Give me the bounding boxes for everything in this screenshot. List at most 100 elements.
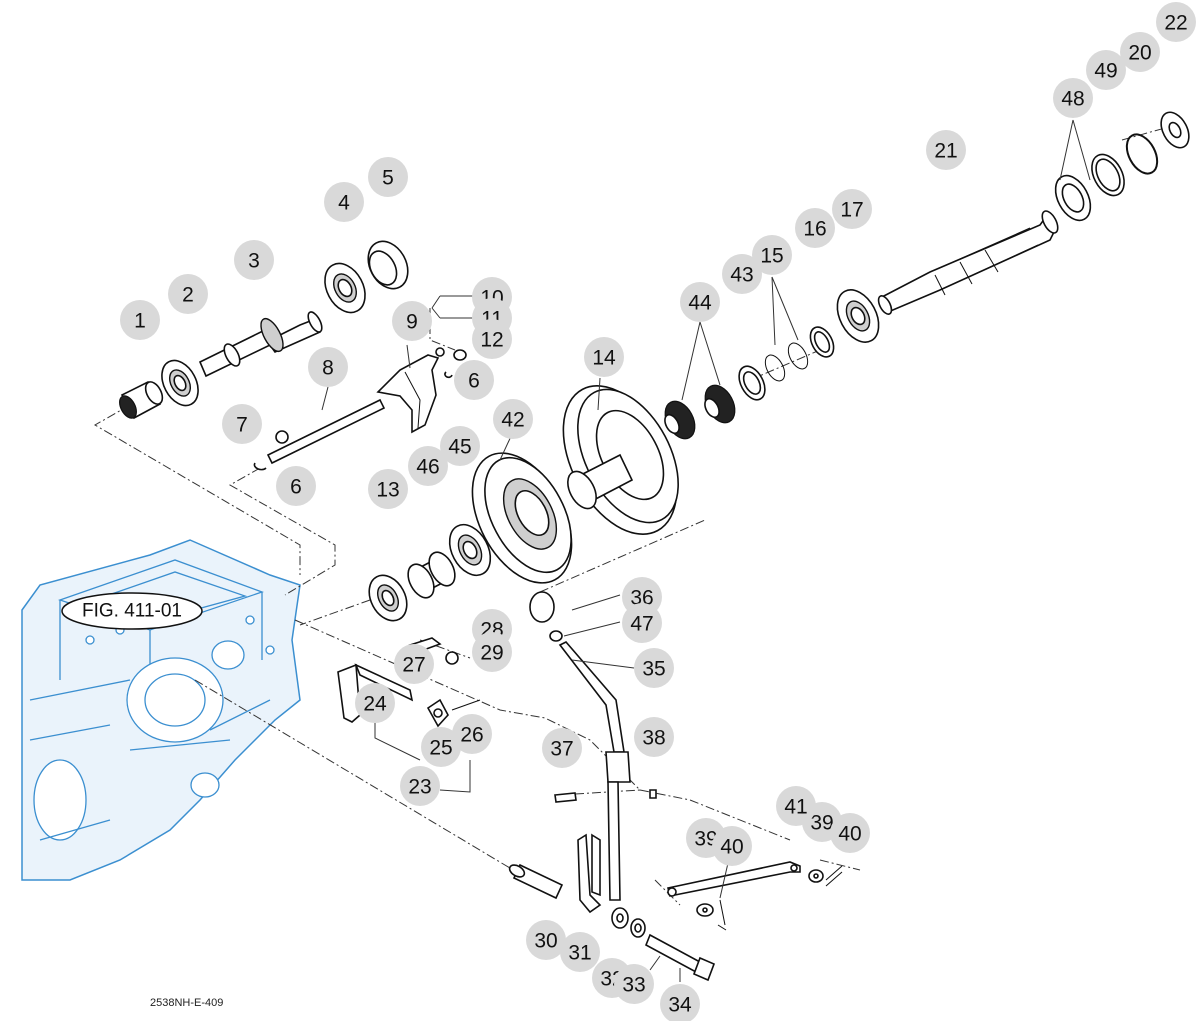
callout-2[interactable]: 2 xyxy=(168,274,208,314)
callout-43[interactable]: 43 xyxy=(722,254,762,294)
callout-circle xyxy=(660,984,700,1021)
callout-34[interactable]: 34 xyxy=(660,984,700,1021)
callout-label: 15 xyxy=(760,245,783,268)
callout-6a[interactable]: 6 xyxy=(454,360,494,400)
callout-label: 48 xyxy=(1061,88,1084,111)
part-washer-16 xyxy=(809,326,835,358)
part-bearing-cup-5 xyxy=(367,240,409,290)
callout-25[interactable]: 25 xyxy=(421,727,461,767)
drawing-code: 2538NH-E-409 xyxy=(150,997,223,1009)
callout-label: 44 xyxy=(688,292,712,315)
callout-circle xyxy=(421,727,461,767)
callout-label: 7 xyxy=(236,414,248,437)
callout-16[interactable]: 16 xyxy=(795,208,835,248)
callout-20[interactable]: 20 xyxy=(1120,32,1160,72)
callout-1[interactable]: 1 xyxy=(120,300,160,340)
callout-circle xyxy=(614,964,654,1004)
callout-label: 49 xyxy=(1094,60,1117,83)
callout-label: 3 xyxy=(248,250,260,273)
callout-31[interactable]: 31 xyxy=(560,932,600,972)
callout-circle xyxy=(722,254,762,294)
callout-49[interactable]: 49 xyxy=(1086,50,1126,90)
figure-reference[interactable]: FIG. 411-01 xyxy=(61,592,203,630)
callout-22[interactable]: 22 xyxy=(1156,2,1196,42)
callout-4[interactable]: 4 xyxy=(324,182,364,222)
callout-circle xyxy=(400,766,440,806)
callout-47[interactable]: 47 xyxy=(622,603,662,643)
callout-37[interactable]: 37 xyxy=(542,728,582,768)
callout-38[interactable]: 38 xyxy=(634,717,674,757)
callout-5[interactable]: 5 xyxy=(368,157,408,197)
callout-40b[interactable]: 40 xyxy=(830,813,870,853)
part-link-rod-41 xyxy=(667,861,801,897)
callout-26[interactable]: 26 xyxy=(452,714,492,754)
callout-circle xyxy=(634,717,674,757)
callout-circle xyxy=(1120,32,1160,72)
callout-label: 36 xyxy=(630,587,653,610)
callout-12[interactable]: 12 xyxy=(472,319,512,359)
callout-27[interactable]: 27 xyxy=(394,644,434,684)
part-gear-14 xyxy=(562,385,679,535)
part-input-shaft xyxy=(198,311,323,378)
callout-42[interactable]: 42 xyxy=(493,399,533,439)
callout-circle xyxy=(752,235,792,275)
callout-30[interactable]: 30 xyxy=(526,920,566,960)
part-washer-43 xyxy=(738,365,766,401)
callout-label: 20 xyxy=(1128,42,1151,65)
callout-label: 6 xyxy=(468,370,480,393)
callout-circle xyxy=(392,301,432,341)
callout-circle xyxy=(926,130,966,170)
part-needle-bearing xyxy=(119,380,164,420)
part-lever-bracket-31 xyxy=(577,833,602,914)
callout-label: 26 xyxy=(460,724,483,747)
callout-circle xyxy=(634,648,674,688)
callout-label: 14 xyxy=(592,347,616,370)
callout-21[interactable]: 21 xyxy=(926,130,966,170)
callout-label: 5 xyxy=(382,167,394,190)
part-snap-ring-20 xyxy=(1125,133,1159,175)
callout-9[interactable]: 9 xyxy=(392,301,432,341)
callout-15[interactable]: 15 xyxy=(752,235,792,275)
part-gear-42 xyxy=(471,452,573,584)
callout-35[interactable]: 35 xyxy=(634,648,674,688)
callout-41[interactable]: 41 xyxy=(776,786,816,826)
part-bolt-37 xyxy=(554,789,657,803)
callout-13[interactable]: 13 xyxy=(368,469,408,509)
callout-label: 41 xyxy=(784,796,807,819)
callout-label: 22 xyxy=(1164,12,1187,35)
callout-circle xyxy=(622,603,662,643)
callout-6b[interactable]: 6 xyxy=(276,466,316,506)
callout-7[interactable]: 7 xyxy=(222,404,262,444)
callout-label: 23 xyxy=(408,776,431,799)
callout-8[interactable]: 8 xyxy=(308,347,348,387)
callout-label: 33 xyxy=(622,974,645,997)
callout-29[interactable]: 29 xyxy=(472,632,512,672)
callout-45[interactable]: 45 xyxy=(440,426,480,466)
callout-circle xyxy=(832,189,872,229)
part-needle-bearings-44 xyxy=(664,384,736,440)
callout-40a[interactable]: 40 xyxy=(712,826,752,866)
callout-circle xyxy=(308,347,348,387)
callout-48[interactable]: 48 xyxy=(1053,78,1093,118)
callout-circle xyxy=(472,632,512,672)
callout-24[interactable]: 24 xyxy=(355,683,395,723)
callout-17[interactable]: 17 xyxy=(832,189,872,229)
part-washers-pins-39-40 xyxy=(696,865,843,931)
callout-label: 17 xyxy=(840,199,863,222)
callout-circle xyxy=(493,399,533,439)
callout-circle xyxy=(454,360,494,400)
callout-label: 37 xyxy=(550,738,573,761)
part-shift-fork xyxy=(376,347,467,434)
callout-23[interactable]: 23 xyxy=(400,766,440,806)
callout-14[interactable]: 14 xyxy=(584,337,624,377)
callout-circle xyxy=(440,426,480,466)
callout-label: 29 xyxy=(480,642,503,665)
callout-circle xyxy=(795,208,835,248)
callout-44[interactable]: 44 xyxy=(680,282,720,322)
callout-label: 30 xyxy=(534,930,557,953)
callout-3[interactable]: 3 xyxy=(234,240,274,280)
transmission-housing xyxy=(21,539,301,881)
callout-label: 27 xyxy=(402,654,425,677)
callout-46[interactable]: 46 xyxy=(408,446,448,486)
callout-33[interactable]: 33 xyxy=(614,964,654,1004)
